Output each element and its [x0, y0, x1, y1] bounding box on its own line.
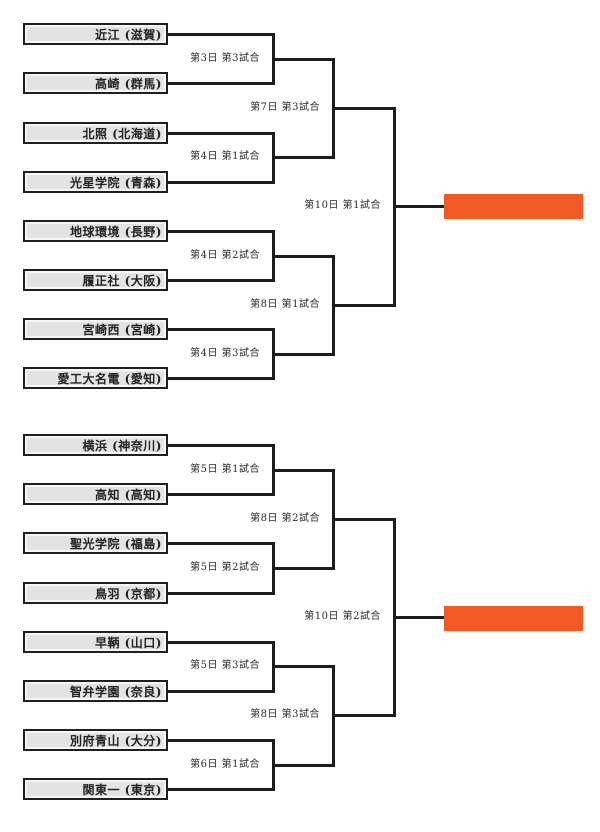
bracket-line	[168, 641, 275, 644]
team-name: 履正社 (大阪)	[82, 273, 162, 288]
team-name: 早鞆 (山口)	[94, 635, 162, 650]
bracket-line	[272, 764, 335, 767]
bracket-line	[168, 493, 275, 496]
team-box: 愛工大名電 (愛知)	[23, 367, 168, 389]
winner-slot-bottom	[444, 606, 583, 631]
team-name: 高知 (高知)	[94, 487, 162, 502]
team-box: 鳥羽 (京都)	[23, 582, 168, 604]
match-label: 第10日 第1試合	[304, 200, 381, 211]
bracket-line	[272, 156, 335, 159]
match-label: 第5日 第1試合	[190, 464, 260, 475]
match-label: 第4日 第1試合	[190, 151, 260, 162]
team-box: 智弁学園 (奈良)	[23, 680, 168, 702]
match-label: 第5日 第2試合	[190, 562, 260, 573]
bracket-line	[332, 107, 396, 110]
match-label: 第10日 第2試合	[304, 611, 381, 622]
team-name: 北照 (北海道)	[82, 126, 162, 141]
team-box: 横浜 (神奈川)	[23, 434, 168, 456]
bracket-line	[332, 304, 396, 307]
team-name: 聖光学院 (福島)	[69, 536, 162, 551]
team-name: 鳥羽 (京都)	[94, 586, 162, 601]
team-name: 近江 (滋賀)	[94, 27, 162, 42]
bracket-line	[168, 328, 275, 331]
bracket-line	[168, 444, 275, 447]
bracket-line	[272, 665, 335, 668]
bracket-line	[332, 714, 396, 717]
match-label: 第5日 第3試合	[190, 660, 260, 671]
team-box: 宮崎西 (宮崎)	[23, 318, 168, 340]
bracket-line	[168, 279, 275, 282]
bracket-line	[168, 377, 275, 380]
bracket-line	[168, 788, 275, 791]
team-name: 愛工大名電 (愛知)	[57, 371, 162, 386]
match-label: 第3日 第3試合	[190, 53, 260, 64]
bracket-line	[393, 616, 444, 619]
bracket-line	[393, 205, 444, 208]
team-box: 関東一 (東京)	[23, 778, 168, 800]
bracket-line	[332, 518, 396, 521]
team-box: 聖光学院 (福島)	[23, 532, 168, 554]
team-name: 智弁学園 (奈良)	[69, 684, 162, 699]
team-box: 早鞆 (山口)	[23, 631, 168, 653]
team-box: 光星学院 (青森)	[23, 171, 168, 193]
bracket-line	[168, 739, 275, 742]
bracket-line	[168, 82, 275, 85]
match-label: 第4日 第3試合	[190, 348, 260, 359]
winner-slot-top	[444, 194, 583, 219]
bracket-line	[168, 542, 275, 545]
bracket-line	[272, 469, 335, 472]
match-label: 第8日 第1試合	[250, 299, 320, 310]
bracket-line	[168, 592, 275, 595]
team-name: 宮崎西 (宮崎)	[82, 322, 162, 337]
team-box: 高崎 (群馬)	[23, 72, 168, 94]
team-name: 横浜 (神奈川)	[82, 438, 162, 453]
team-box: 近江 (滋賀)	[23, 23, 168, 45]
bracket-line	[168, 132, 275, 135]
bracket-line	[272, 353, 335, 356]
team-name: 地球環境 (長野)	[69, 224, 162, 239]
bracket-line	[168, 690, 275, 693]
bracket-line	[168, 230, 275, 233]
match-label: 第8日 第2試合	[250, 513, 320, 524]
bracket-line	[168, 181, 275, 184]
team-name: 光星学院 (青森)	[69, 175, 162, 190]
match-label: 第7日 第3試合	[250, 102, 320, 113]
bracket-line	[272, 58, 335, 61]
team-box: 地球環境 (長野)	[23, 220, 168, 242]
bracket-line	[272, 255, 335, 258]
match-label: 第8日 第3試合	[250, 709, 320, 720]
team-box: 別府青山 (大分)	[23, 729, 168, 751]
team-name: 関東一 (東京)	[82, 782, 162, 797]
bracket-line	[272, 567, 335, 570]
team-name: 別府青山 (大分)	[69, 733, 162, 748]
match-label: 第6日 第1試合	[190, 759, 260, 770]
team-box: 履正社 (大阪)	[23, 269, 168, 291]
team-name: 高崎 (群馬)	[94, 76, 162, 91]
bracket-line	[168, 33, 275, 36]
team-box: 北照 (北海道)	[23, 122, 168, 144]
match-label: 第4日 第2試合	[190, 250, 260, 261]
team-box: 高知 (高知)	[23, 483, 168, 505]
